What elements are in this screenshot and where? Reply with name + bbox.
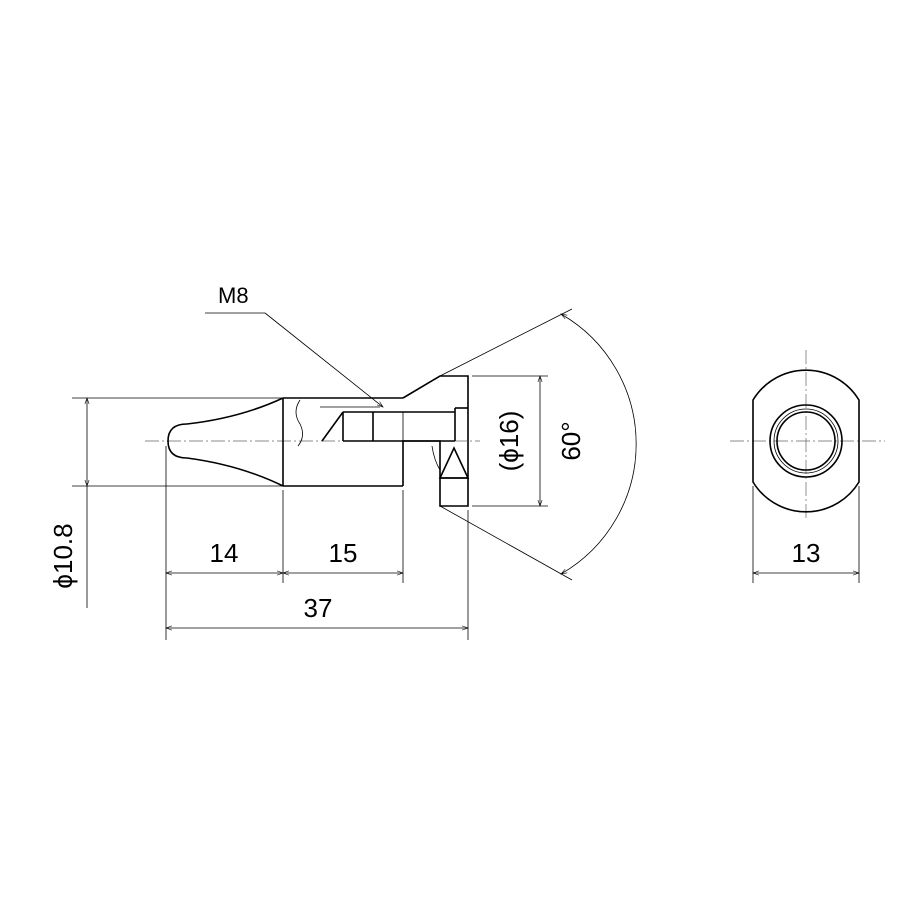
dim-angle-arc xyxy=(560,313,637,575)
internal-bore xyxy=(320,406,455,442)
ext-angle-bottom xyxy=(439,505,573,581)
thread-leader-diagonal xyxy=(264,312,384,408)
drill-point xyxy=(321,411,344,442)
angle-label: 60° xyxy=(556,421,586,460)
thread-label: M8 xyxy=(218,283,249,308)
flange-edge-curve xyxy=(431,445,441,471)
nozzle-top-taper xyxy=(186,397,284,425)
end-view-outline xyxy=(752,369,860,513)
end-view: 13 xyxy=(730,350,885,583)
side-view: M8 ϕ10.8 (ϕ16) 60° 14 15 37 xyxy=(48,283,637,640)
flange-bottom xyxy=(402,440,469,507)
ext-angle-top xyxy=(439,308,573,377)
thread-callout: M8 xyxy=(205,283,384,408)
total-length-label: 37 xyxy=(304,593,333,623)
bore-outer-circle xyxy=(769,404,843,478)
nozzle-bottom-taper xyxy=(186,457,284,487)
nozzle-tip xyxy=(167,423,188,459)
tip-length-label: 14 xyxy=(210,538,239,568)
shank-length-label: 15 xyxy=(329,538,358,568)
bore-thread-circle xyxy=(773,408,839,474)
hex-width-label: 13 xyxy=(792,538,821,568)
bore-inner-circle xyxy=(776,411,836,471)
flange-diameter-label: (ϕ16) xyxy=(494,411,524,472)
break-line xyxy=(295,399,303,447)
hex-chamfer-triangle xyxy=(438,446,470,479)
tip-diameter-label: ϕ10.8 xyxy=(48,523,78,588)
nozzle-outline xyxy=(167,375,470,507)
